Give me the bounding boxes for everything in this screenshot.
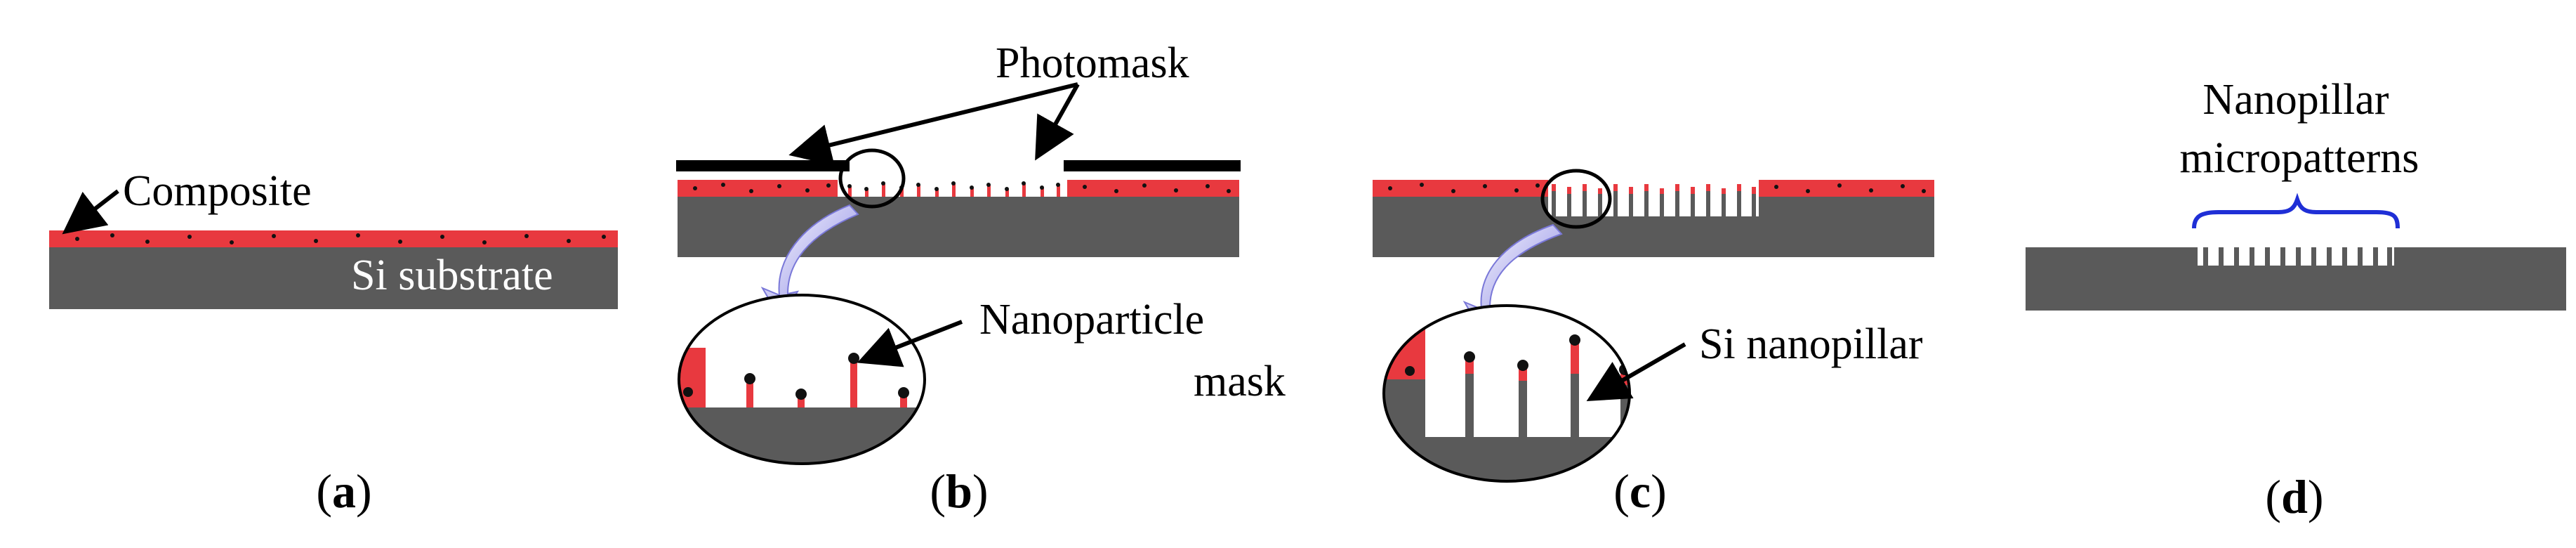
caption-b: (b) — [930, 464, 988, 518]
b-exposed-posts — [847, 181, 1060, 197]
a-composite-label: Composite — [123, 167, 312, 215]
b-composite-dots — [693, 183, 1231, 193]
captions: (a) (b) (c) (d) — [316, 464, 2323, 523]
b-nanoparticle-label-1: Nanoparticle — [979, 296, 1204, 344]
a-composite-layer — [49, 230, 618, 247]
d-label-2: micropatterns — [2180, 134, 2419, 182]
d-label-1: Nanopillar — [2202, 76, 2389, 124]
a-composite-arrow — [62, 189, 119, 235]
b-substrate — [678, 197, 1239, 257]
b-nanoparticle-arrow — [857, 320, 963, 367]
b-photomask-label: Photomask — [996, 39, 1189, 87]
panel-d: Nanopillar micropatterns — [2026, 76, 2566, 311]
panel-a: Composite Si substrate — [49, 167, 618, 309]
c-zoom-circle — [1540, 169, 1612, 229]
panel-c: Si nanopillar — [1373, 169, 1934, 483]
caption-c: (c) — [1613, 464, 1667, 518]
c-composite-dots — [1388, 183, 1926, 193]
a-nanoparticles — [75, 233, 606, 244]
c-pillar-arrow — [1586, 342, 1686, 401]
panel-b: Photomask Nanoparticle mask — [676, 39, 1286, 465]
b-composite-right — [1067, 180, 1239, 197]
b-photomask-arrow-right — [1035, 83, 1080, 161]
a-substrate — [49, 247, 618, 309]
b-composite-left — [678, 180, 838, 197]
b-zoom-circle — [838, 148, 906, 209]
caption-d: (d) — [2265, 470, 2323, 523]
b-photomask-right — [1064, 160, 1241, 171]
c-zoom-ellipse — [1382, 304, 1631, 483]
d-pillars — [2203, 247, 2392, 266]
d-brace — [2192, 193, 2400, 229]
b-photomask-left — [676, 160, 850, 171]
caption-a: (a) — [316, 464, 371, 518]
a-substrate-label: Si substrate — [351, 252, 553, 299]
b-nanoparticle-label-2: mask — [1194, 358, 1286, 405]
c-composite-right — [1759, 180, 1934, 197]
c-composite-left — [1373, 180, 1548, 197]
c-etched-trench — [1548, 188, 1759, 216]
c-pillars — [1552, 184, 1756, 216]
b-zoom-ellipse — [678, 294, 926, 465]
c-pillar-label: Si nanopillar — [1699, 320, 1923, 368]
b-photomask-arrow-left — [788, 82, 1078, 166]
